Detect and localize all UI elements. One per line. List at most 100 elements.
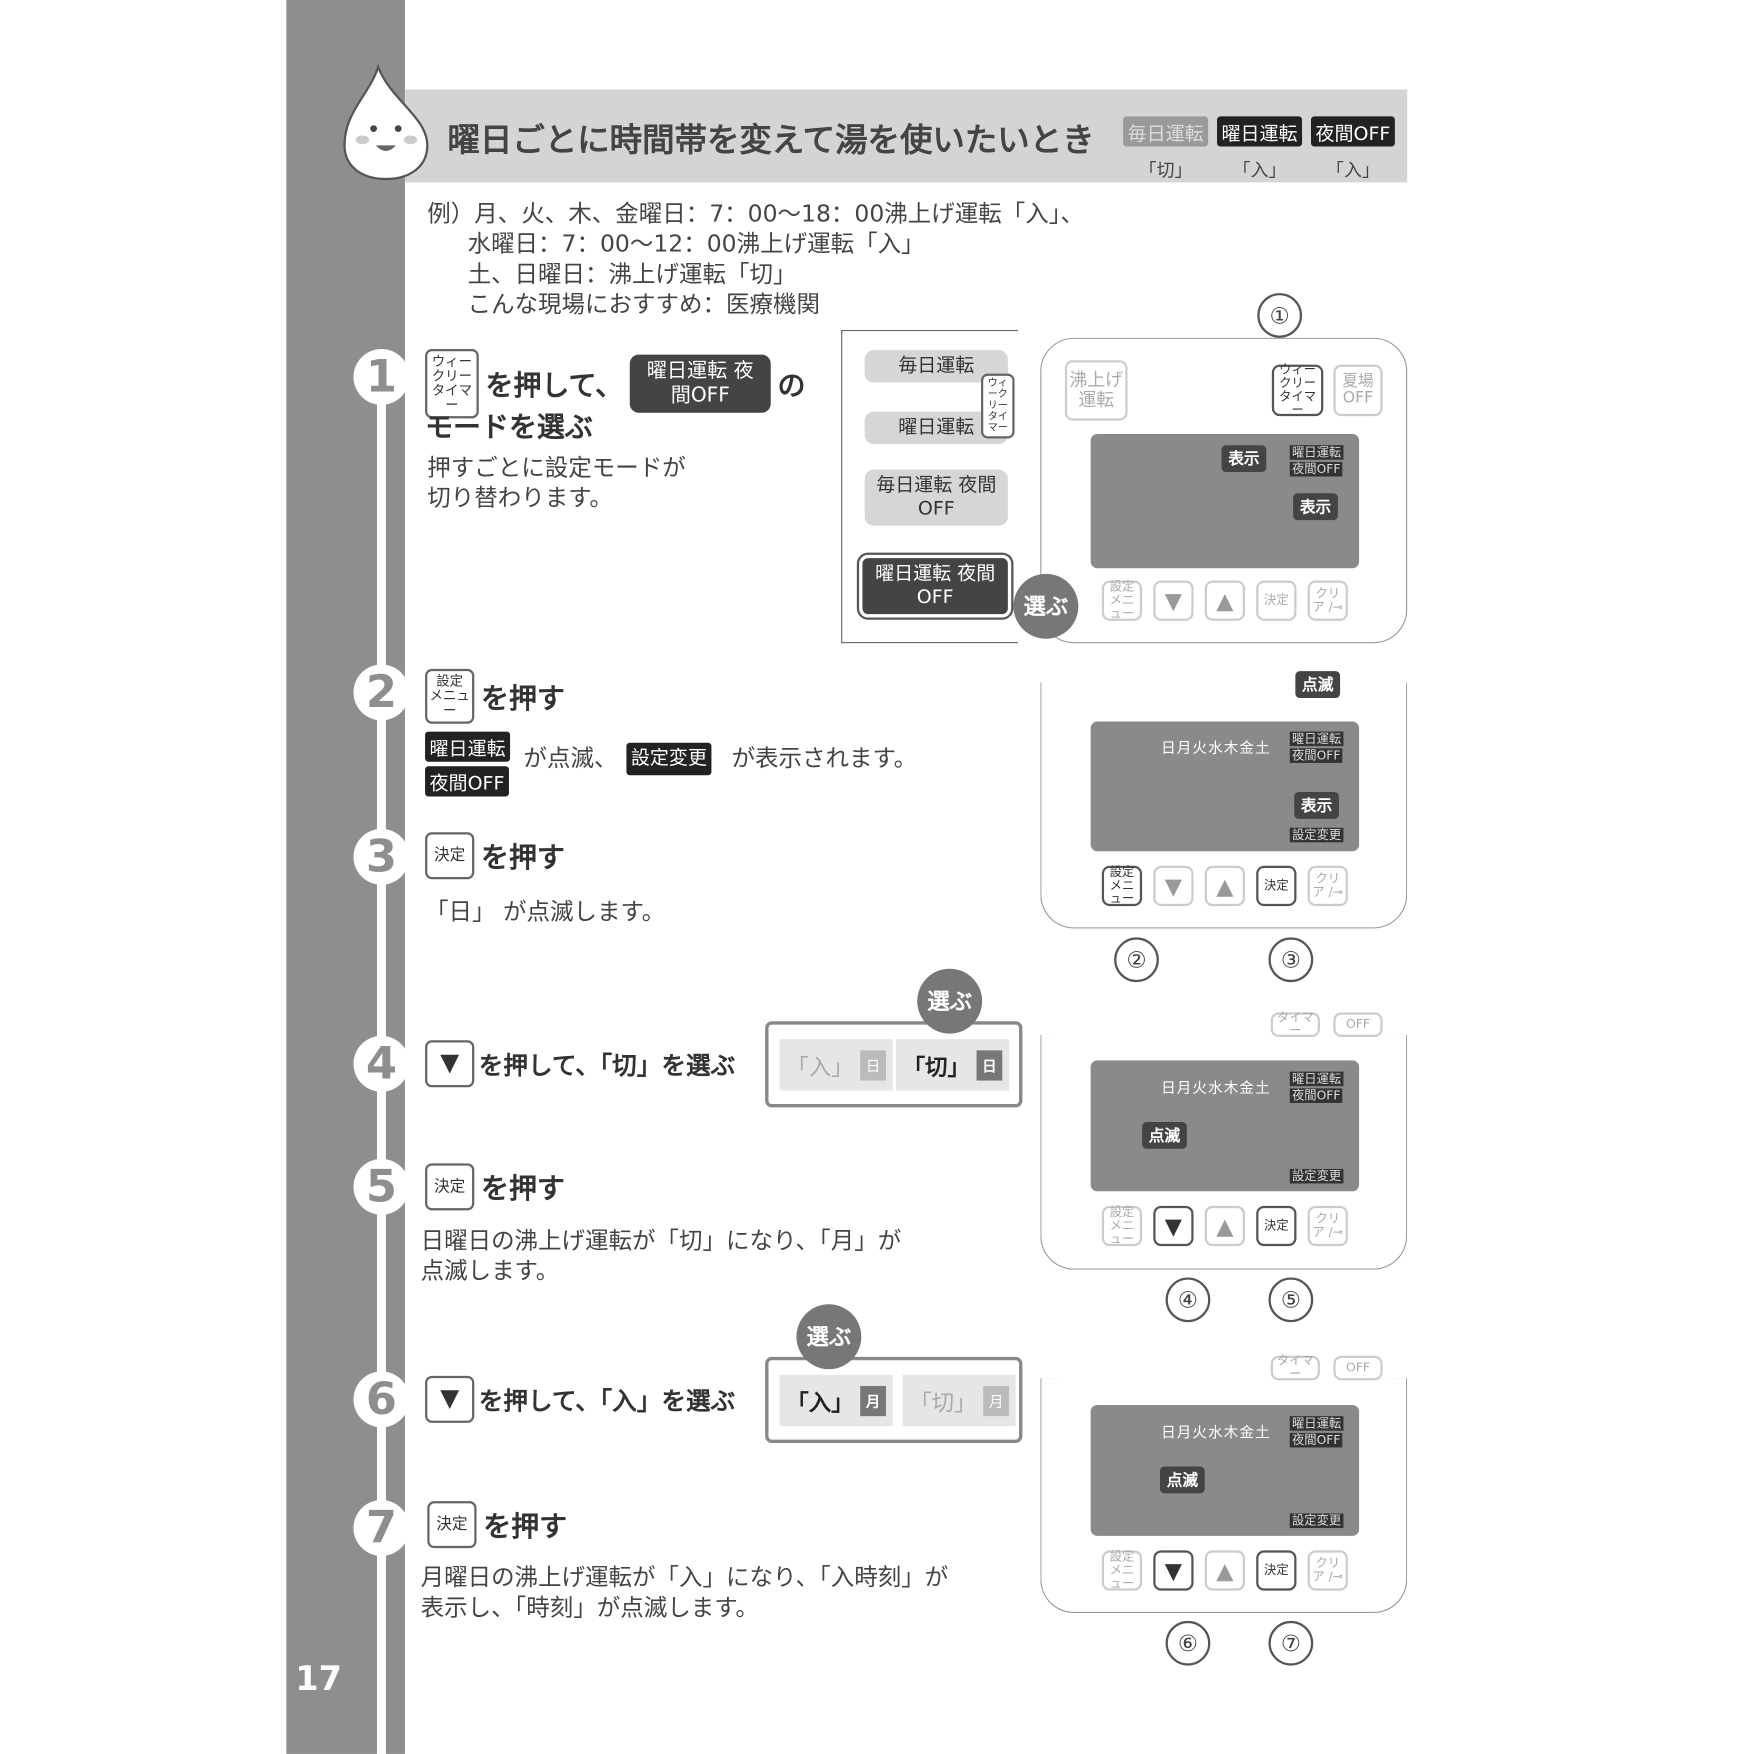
summer-off-button[interactable]: 夏場 OFF [1333, 364, 1383, 417]
remote-button-row: 設定 メニュー ▼ ▲ 決定 クリア /⊸ [1101, 1550, 1348, 1591]
ok-button[interactable]: 決定 [1256, 865, 1297, 907]
step-number: 6 [353, 1371, 410, 1428]
desc-line: 押すごとに設定モードが [427, 454, 686, 481]
mode-state: 「入」 [1326, 159, 1380, 182]
down-button[interactable]: ▼ [1153, 1205, 1194, 1247]
remote-button-row: 設定 メニュー ▼ ▲ 決定 クリア /⊸ [1101, 865, 1348, 907]
setting-menu-button[interactable]: 設定 メニュー [1101, 865, 1143, 907]
ok-button[interactable]: 決定 [1256, 1205, 1297, 1247]
hand-pointer-icon: ② [1114, 937, 1159, 983]
clear-button[interactable]: クリア /⊸ [1307, 1550, 1348, 1591]
lcd-days: 日月火水木金土 [1161, 740, 1271, 758]
step-heading: を押す [480, 1172, 565, 1205]
boil-button[interactable]: 沸上げ 運転 [1064, 360, 1128, 421]
lcd-tag: 夜間OFF [1289, 748, 1343, 763]
example-line: こんな現場におすすめ：医療機関 [467, 290, 820, 318]
flow-mode: 毎日運転 夜間OFF [864, 469, 1008, 526]
step-2-desc: 曜日運転 夜間OFF [425, 731, 511, 797]
summer-off-button[interactable]: OFF [1333, 1012, 1383, 1037]
desc-line: 表示し、「時刻」が点滅します。 [420, 1594, 759, 1621]
down-button[interactable]: ▼ [1153, 1550, 1194, 1591]
step-6-heading: ▼ を押して、「入」を選ぶ [425, 1375, 735, 1423]
clear-button[interactable]: クリア /⊸ [1307, 865, 1348, 907]
option-label: 「切」 [909, 1388, 977, 1416]
step-3-desc: 「日」 が点滅します。 [425, 898, 666, 926]
ok-key: 決定 [425, 1163, 475, 1211]
step-1-desc: 押すごとに設定モードが切り替わります。 [427, 453, 685, 513]
summer-off-button[interactable]: OFF [1333, 1355, 1383, 1381]
step-1-heading: ウィークリー タイマー を押して、 曜日運転 夜間OFF の [425, 349, 806, 419]
setting-menu-button[interactable]: 設定 メニュー [1101, 1205, 1143, 1247]
down-button[interactable]: ▼ [1153, 865, 1194, 907]
hand-pointer-icon: ⑦ [1268, 1620, 1314, 1666]
desc-line: 切り替わります。 [427, 484, 613, 512]
example-text: 例）月、火、木、金曜日：7：00～18：00沸上げ運転「入」、 水曜日：7：00… [427, 199, 1084, 320]
step-4-heading: ▼ を押して、「切」を選ぶ [425, 1040, 735, 1088]
ok-button[interactable]: 決定 [1256, 580, 1297, 621]
step-5-desc: 日曜日の沸上げ運転が「切」になり、「月」が点滅します。 [421, 1226, 902, 1286]
up-button[interactable]: ▲ [1204, 1550, 1246, 1591]
lcd-tag: 曜日運転 [1289, 1416, 1344, 1431]
example-line: 土、日曜日：沸上げ運転「切」 [467, 260, 797, 288]
weekly-timer-button[interactable]: ウィークリー タイマー [1271, 363, 1324, 417]
step-2-desc-text: が点滅、 設定変更 が表示されます。 [524, 742, 918, 776]
option-off: 「切」月 [902, 1374, 1016, 1427]
lcd-tag: 曜日運転 [1289, 1071, 1344, 1087]
select-label: 選ぶ [796, 1304, 862, 1370]
step-number: 3 [353, 828, 410, 885]
weekly-timer-button[interactable]: タイマー [1270, 1011, 1320, 1038]
page-number: 17 [295, 1660, 343, 1700]
option-day: 月 [983, 1385, 1009, 1416]
down-button[interactable]: ▼ [1153, 580, 1194, 621]
blink-callout: 点滅 [1295, 671, 1341, 699]
mode-pill: 曜日運転 夜間OFF [629, 354, 771, 413]
example-line: 水曜日：7：00～12：00沸上げ運転「入」 [467, 230, 925, 258]
step-7-desc: 月曜日の沸上げ運転が「入」になり、「入時刻」が表示し、「時刻」が点滅します。 [421, 1563, 949, 1623]
lcd-tag: 設定変更 [1289, 1168, 1344, 1184]
up-button[interactable]: ▲ [1204, 580, 1246, 621]
option-day: 日 [976, 1049, 1003, 1081]
page-title: 曜日ごとに時間帯を変えて湯を使いたいとき [447, 120, 1095, 159]
desc-line: 月曜日の沸上げ運転が「入」になり、「入時刻」が [420, 1563, 949, 1591]
option-off-selected: 「切」日 [895, 1039, 1009, 1091]
down-key: ▼ [425, 1040, 475, 1088]
example-line: 例）月、火、木、金曜日：7：00～18：00沸上げ運転「入」、 [427, 200, 1084, 228]
clear-button[interactable]: クリア /⊸ [1307, 1205, 1348, 1247]
step-heading: モードを選ぶ [425, 410, 593, 443]
lcd-badge: 曜日運転 [425, 731, 511, 762]
up-button[interactable]: ▲ [1204, 1205, 1246, 1247]
setting-menu-key: 設定 メニュー [425, 668, 475, 724]
step-heading: の [777, 369, 806, 402]
mode-cycle-diagram [841, 329, 1018, 644]
desc-line: 点滅します。 [420, 1257, 560, 1285]
step-heading: を押して、 [485, 369, 624, 402]
step-number: 7 [353, 1500, 410, 1556]
step-3-heading: 決定 を押す [425, 832, 565, 880]
blink-callout: 点滅 [1159, 1466, 1205, 1494]
lcd-badge: 設定変更 [626, 742, 712, 776]
up-button[interactable]: ▲ [1204, 865, 1246, 907]
step-heading: を押す [480, 841, 565, 874]
display-callout: 表示 [1294, 791, 1339, 819]
desc-text: が表示されます。 [731, 744, 918, 772]
clear-button[interactable]: クリア /⊸ [1307, 580, 1348, 621]
lcd-tag: 曜日運転 [1289, 731, 1344, 747]
select-label: 選ぶ [1013, 573, 1079, 639]
setting-menu-button[interactable]: 設定 メニュー [1101, 580, 1143, 621]
mode-state: 「入」 [1232, 159, 1287, 182]
mode-badges: 毎日運転「切」 曜日運転「入」 夜間OFF「入」 [1123, 116, 1395, 182]
option-label: 「入」 [786, 1053, 854, 1081]
selection-box: 「入」 日 「切」日 [765, 1021, 1023, 1108]
ok-button[interactable]: 決定 [1256, 1550, 1297, 1591]
remote-button-row: 設定 メニュー ▼ ▲ 決定 クリア /⊸ [1101, 580, 1348, 621]
hand-pointer-icon: ⑥ [1165, 1620, 1211, 1666]
option-day: 月 [860, 1385, 886, 1416]
select-label: 選ぶ [917, 968, 983, 1034]
step-number: 1 [353, 349, 410, 405]
lcd-tag: 夜間OFF [1289, 1088, 1343, 1103]
setting-menu-button[interactable]: 設定 メニュー [1101, 1550, 1143, 1591]
lcd-tag: 夜間OFF [1289, 1432, 1343, 1448]
flow-weekly-key: ウィークリー タイマー [981, 373, 1015, 439]
weekly-timer-button[interactable]: タイマー [1270, 1354, 1320, 1381]
mode-badge: 曜日運転 [1217, 116, 1303, 147]
